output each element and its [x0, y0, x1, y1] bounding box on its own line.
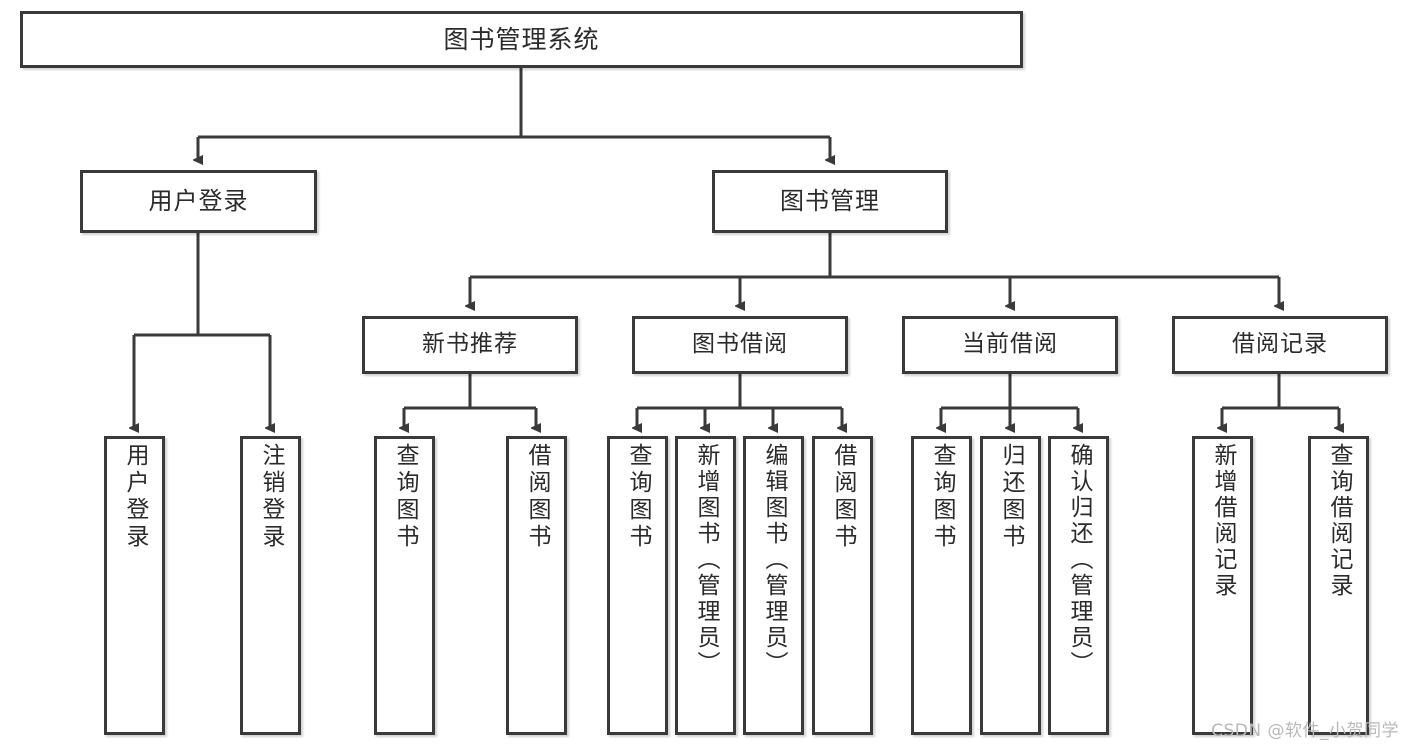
node-leaf-user-logout[interactable]: 注销登录: [240, 436, 301, 735]
node-leaf-borrow-borrow-book[interactable]: 借阅图书: [812, 436, 873, 735]
node-book-borrow-label: 图书借阅: [692, 331, 788, 358]
node-leaf-borrow-query-book[interactable]: 查询图书: [607, 436, 668, 735]
node-leaf-current-query-book[interactable]: 查询图书: [911, 436, 972, 735]
node-leaf-borrow-add-book-label: 新增图书（管理员）: [693, 443, 719, 677]
node-leaf-recommend-borrow-book[interactable]: 借阅图书: [506, 436, 567, 735]
csdn-watermark: CSDN @软件_小贺同学: [1211, 721, 1399, 741]
node-leaf-borrow-query-book-label: 查询图书: [625, 443, 651, 551]
node-root-system-label: 图书管理系统: [443, 24, 600, 54]
node-leaf-current-query-book-label: 查询图书: [929, 443, 955, 551]
node-book-management[interactable]: 图书管理: [712, 170, 948, 233]
node-leaf-recommend-borrow-book-label: 借阅图书: [524, 443, 550, 551]
node-leaf-record-add-label: 新增借阅记录: [1210, 443, 1236, 599]
node-leaf-current-return-book[interactable]: 归还图书: [980, 436, 1041, 735]
node-new-book-recommend-label: 新书推荐: [422, 331, 518, 358]
node-leaf-borrow-borrow-book-label: 借阅图书: [830, 443, 856, 551]
node-leaf-record-query[interactable]: 查询借阅记录: [1308, 436, 1369, 735]
node-user-login-label: 用户登录: [148, 187, 249, 216]
node-leaf-current-return-book-label: 归还图书: [998, 443, 1024, 551]
node-current-borrow[interactable]: 当前借阅: [902, 316, 1118, 374]
node-current-borrow-label: 当前借阅: [962, 331, 1058, 358]
node-book-borrow[interactable]: 图书借阅: [632, 316, 848, 374]
node-book-management-label: 图书管理: [780, 187, 880, 216]
node-leaf-recommend-query-book[interactable]: 查询图书: [374, 436, 435, 735]
node-leaf-record-query-label: 查询借阅记录: [1326, 443, 1352, 599]
node-leaf-user-logout-label: 注销登录: [258, 443, 284, 551]
node-borrow-record-label: 借阅记录: [1232, 331, 1328, 358]
node-leaf-current-confirm-return[interactable]: 确认归还（管理员）: [1048, 436, 1109, 735]
node-leaf-record-add[interactable]: 新增借阅记录: [1192, 436, 1253, 735]
node-leaf-recommend-query-book-label: 查询图书: [392, 443, 418, 551]
node-leaf-borrow-edit-book-label: 编辑图书（管理员）: [761, 443, 787, 677]
node-leaf-borrow-edit-book[interactable]: 编辑图书（管理员）: [743, 436, 804, 735]
node-borrow-record[interactable]: 借阅记录: [1172, 316, 1388, 374]
node-leaf-current-confirm-return-label: 确认归还（管理员）: [1066, 443, 1092, 677]
node-root-system[interactable]: 图书管理系统: [20, 11, 1023, 68]
node-leaf-user-login-label: 用户登录: [122, 443, 148, 551]
node-leaf-borrow-add-book[interactable]: 新增图书（管理员）: [675, 436, 736, 735]
node-user-login[interactable]: 用户登录: [80, 170, 317, 233]
node-leaf-user-login[interactable]: 用户登录: [104, 436, 165, 735]
node-new-book-recommend[interactable]: 新书推荐: [362, 316, 578, 374]
